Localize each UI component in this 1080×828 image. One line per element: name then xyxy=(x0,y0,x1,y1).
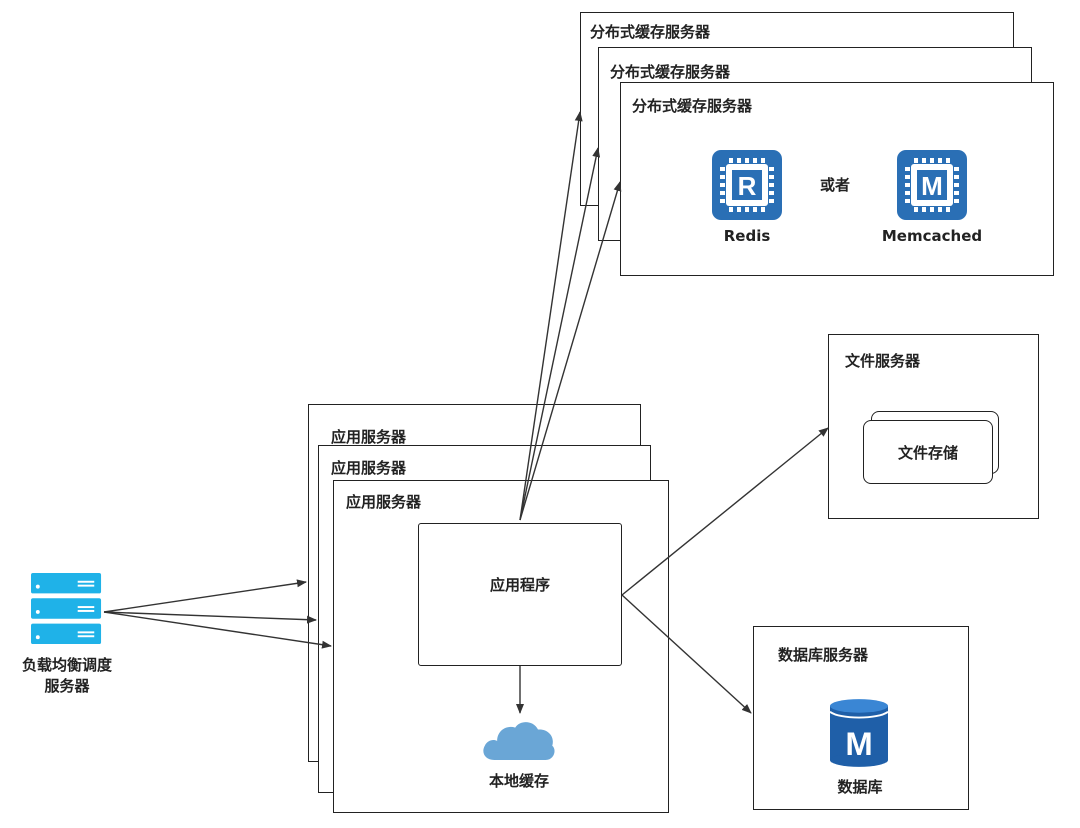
app-server-title-front: 应用服务器 xyxy=(346,493,422,511)
arrow-app-to-cache-mid xyxy=(519,147,601,521)
app-server-title-mid: 应用服务器 xyxy=(331,459,407,477)
cache-server-title-back: 分布式缓存服务器 xyxy=(590,23,711,41)
database-icon: M xyxy=(830,699,888,767)
file-storage-box xyxy=(863,420,993,484)
arrow-app-to-db-server xyxy=(621,594,752,714)
memcached-label: Memcached xyxy=(881,227,983,245)
arrow-app-to-cache-back xyxy=(519,111,583,521)
load-balancer-label-line2: 服务器 xyxy=(44,677,90,695)
memcached-chip-icon: M xyxy=(897,150,967,220)
arrow-lb-to-app-back xyxy=(103,579,307,613)
arrow-app-to-file-server xyxy=(621,427,829,596)
app-program-label: 应用程序 xyxy=(489,576,550,594)
redis-chip-icon: R xyxy=(712,150,782,220)
file-server-title: 文件服务器 xyxy=(845,352,921,370)
redis-chip-letter: R xyxy=(738,171,757,201)
or-text: 或者 xyxy=(820,176,851,194)
arrow-lb-to-app-front xyxy=(103,611,332,649)
redis-label: Redis xyxy=(723,227,771,245)
cloud-icon xyxy=(483,722,555,760)
arrow-app-to-cache-front xyxy=(519,181,622,521)
load-balancer-server-icon xyxy=(31,573,102,645)
local-cache-label: 本地缓存 xyxy=(488,772,549,790)
database-icon-letter: M xyxy=(845,725,872,762)
app-program-box xyxy=(418,523,622,666)
file-storage-label: 文件存储 xyxy=(897,444,958,462)
app-server-title-back: 应用服务器 xyxy=(331,428,407,446)
cache-server-title-mid: 分布式缓存服务器 xyxy=(610,63,731,81)
cache-server-title-front: 分布式缓存服务器 xyxy=(632,97,753,115)
db-label: 数据库 xyxy=(837,778,883,796)
db-server-title: 数据库服务器 xyxy=(778,646,869,664)
cache-server-box-front xyxy=(620,82,1054,276)
load-balancer-label-line1: 负载均衡调度 xyxy=(21,656,112,674)
arrow-lb-to-app-mid xyxy=(103,611,317,624)
memcached-chip-letter: M xyxy=(921,171,943,201)
